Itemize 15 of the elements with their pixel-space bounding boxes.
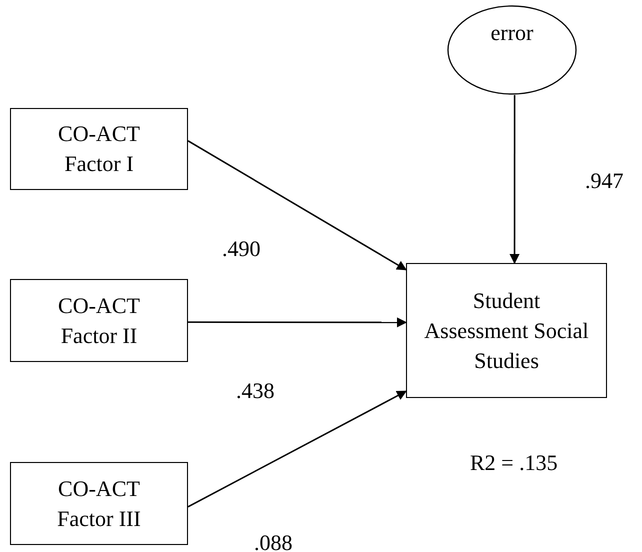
variable-box	[10, 279, 188, 362]
variable-box	[10, 108, 188, 190]
variable-box	[406, 263, 607, 398]
arrow	[188, 390, 407, 508]
variable-box	[10, 462, 188, 545]
node-label: Student Assessment Social Studies	[423, 286, 590, 374]
r-squared-label: R2 = .135	[470, 449, 558, 477]
node-label: CO-ACT Factor I	[57, 120, 141, 178]
arrow	[510, 95, 520, 264]
node-label: error	[490, 19, 534, 47]
node-label: CO-ACT Factor III	[56, 474, 142, 532]
arrow	[188, 140, 407, 270]
error-ellipse	[447, 5, 577, 95]
arrow	[188, 317, 407, 328]
node-label: CO-ACT Factor II	[57, 292, 141, 350]
